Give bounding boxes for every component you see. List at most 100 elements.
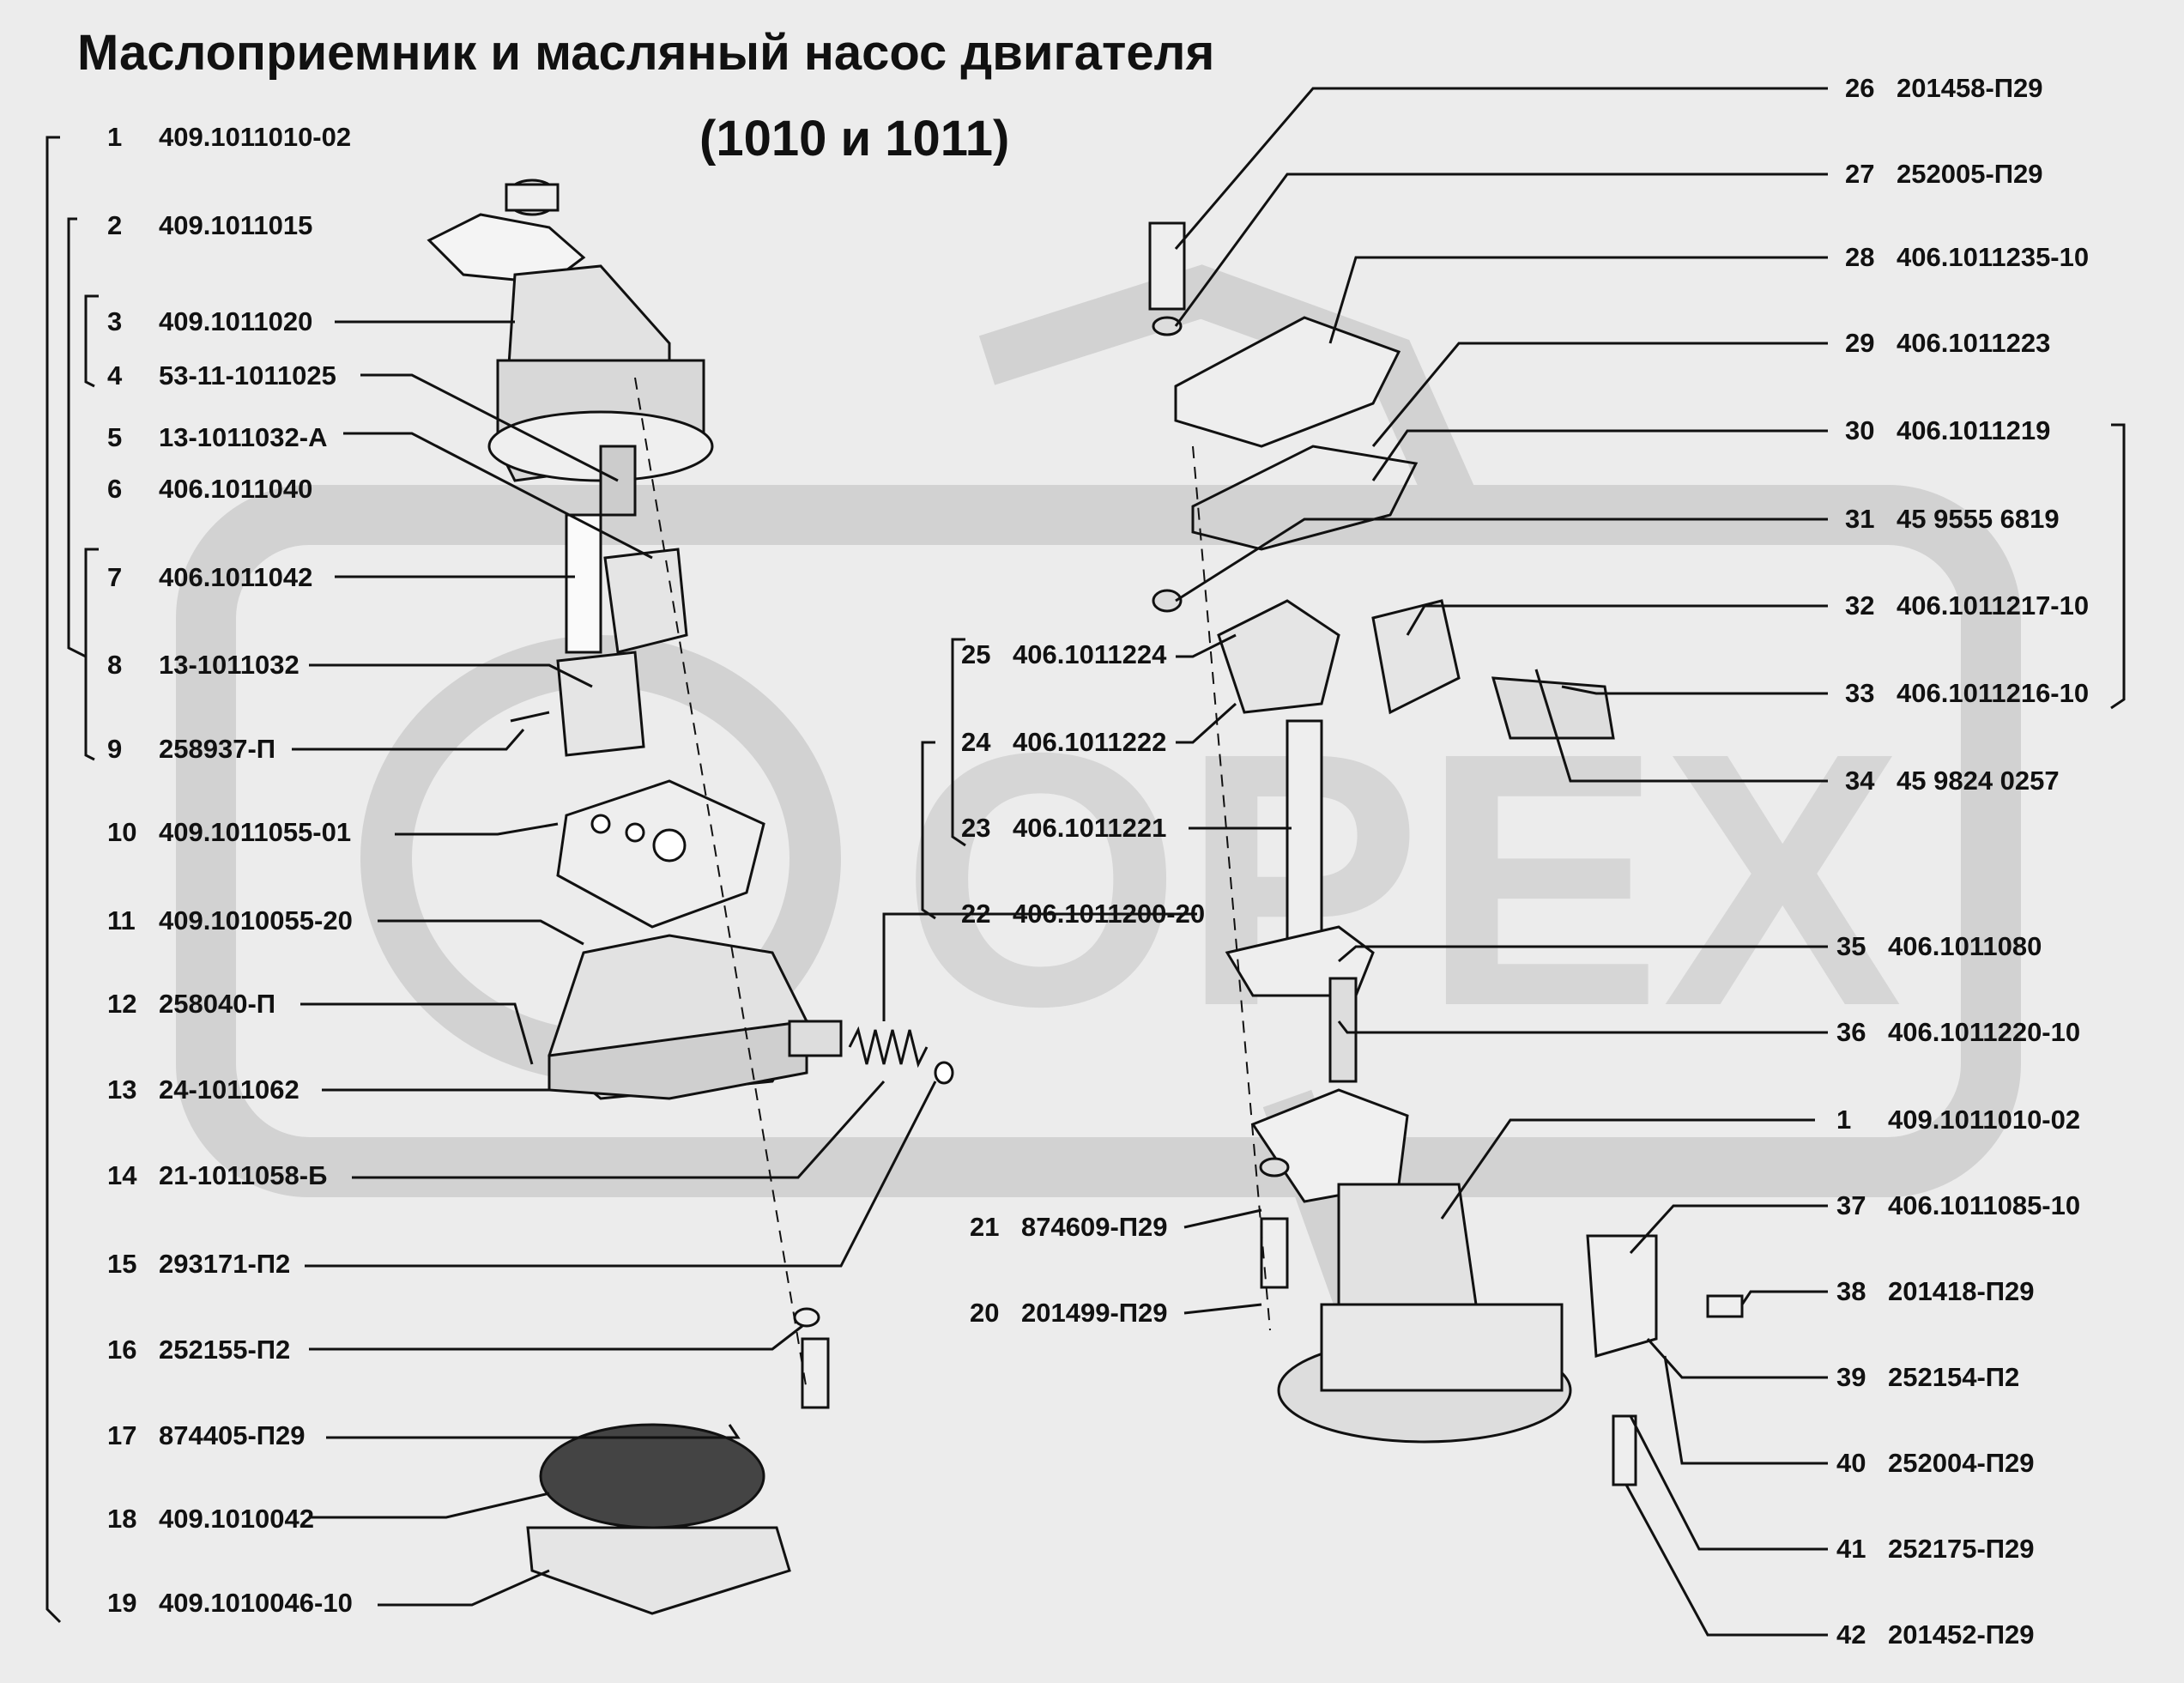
part-number: 11 bbox=[107, 905, 136, 935]
part-code: 406.1011217-10 bbox=[1897, 590, 2090, 621]
part-code: 13-1011032-А bbox=[159, 422, 328, 452]
part-code: 201452-П29 bbox=[1888, 1619, 2035, 1650]
left-pump-assembly bbox=[427, 179, 954, 1615]
part-number: 15 bbox=[107, 1249, 137, 1279]
part-code: 201499-П29 bbox=[1021, 1298, 1168, 1328]
part-code: 406.1011085-10 bbox=[1888, 1190, 2081, 1220]
part-number: 19 bbox=[107, 1588, 137, 1618]
part-number: 40 bbox=[1836, 1448, 1866, 1478]
part-code: 21-1011058-Б bbox=[159, 1160, 328, 1190]
part-number: 7 bbox=[107, 562, 123, 592]
part-code: 252005-П29 bbox=[1897, 159, 2043, 189]
part-code: 874609-П29 bbox=[1021, 1212, 1168, 1242]
part-number: 8 bbox=[107, 650, 123, 680]
part-label: 9 258937-П bbox=[107, 734, 275, 765]
part-label: 41 252175-П29 bbox=[1836, 1534, 2035, 1565]
part-number: 9 bbox=[107, 734, 123, 764]
part-label: 5 13-1011032-А bbox=[107, 422, 328, 453]
part-number: 5 bbox=[107, 422, 123, 452]
part-label: 15 293171-П2 bbox=[107, 1249, 290, 1280]
part-code: 406.1011223 bbox=[1897, 328, 2051, 358]
part-number: 30 bbox=[1845, 415, 1875, 445]
watermark-text: OPEX bbox=[901, 679, 1904, 1081]
part-number: 32 bbox=[1845, 590, 1875, 621]
part-code: 293171-П2 bbox=[159, 1249, 291, 1279]
part-number: 17 bbox=[107, 1420, 137, 1450]
part-number: 2 bbox=[107, 210, 123, 240]
part-code: 252154-П2 bbox=[1888, 1362, 2020, 1392]
part-code: 252004-П29 bbox=[1888, 1448, 2035, 1478]
part-label: 6 406.1011040 bbox=[107, 474, 312, 505]
part-number: 22 bbox=[961, 899, 991, 929]
part-code: 409.1011010-02 bbox=[159, 122, 352, 152]
part-number: 16 bbox=[107, 1335, 137, 1365]
part-label: 32 406.1011217-10 bbox=[1845, 590, 2089, 621]
part-code: 406.1011220-10 bbox=[1888, 1017, 2081, 1047]
part-number: 28 bbox=[1845, 242, 1875, 272]
part-number: 42 bbox=[1836, 1619, 1866, 1650]
part-code: 252175-П29 bbox=[1888, 1534, 2035, 1564]
part-number: 37 bbox=[1836, 1190, 1866, 1220]
part-code: 406.1011235-10 bbox=[1897, 242, 2090, 272]
part-code: 24-1011062 bbox=[159, 1075, 299, 1105]
part-code: 406.1011221 bbox=[1013, 813, 1167, 843]
part-label: 10 409.1011055-01 bbox=[107, 817, 351, 848]
part-number: 35 bbox=[1836, 931, 1866, 961]
part-label: 39 252154-П2 bbox=[1836, 1362, 2019, 1393]
part-code: 258937-П bbox=[159, 734, 276, 764]
part-number: 20 bbox=[970, 1298, 1000, 1328]
part-number: 25 bbox=[961, 639, 991, 669]
part-code: 409.1010046-10 bbox=[159, 1588, 353, 1618]
part-code: 406.1011040 bbox=[159, 474, 313, 504]
page-subtitle: (1010 и 1011) bbox=[699, 111, 1010, 166]
part-number: 12 bbox=[107, 989, 137, 1019]
part-label: 22 406.1011200-20 bbox=[961, 899, 1205, 929]
part-code: 406.1011222 bbox=[1013, 727, 1167, 757]
page-title: Маслоприемник и масляный насос двигателя bbox=[77, 25, 1215, 81]
part-code: 45 9824 0257 bbox=[1897, 766, 2060, 796]
part-number: 31 bbox=[1845, 504, 1875, 534]
part-code: 409.1011055-01 bbox=[159, 817, 352, 847]
part-label: 11 409.1010055-20 bbox=[107, 905, 353, 936]
part-code: 874405-П29 bbox=[159, 1420, 306, 1450]
part-label: 20 201499-П29 bbox=[970, 1298, 1168, 1329]
part-number: 6 bbox=[107, 474, 123, 504]
part-label: 30 406.1011219 bbox=[1845, 415, 2050, 446]
part-label: 37 406.1011085-10 bbox=[1836, 1190, 2080, 1221]
part-code: 201418-П29 bbox=[1888, 1276, 2035, 1306]
part-number: 10 bbox=[107, 817, 137, 847]
part-number: 21 bbox=[970, 1212, 1000, 1242]
part-code: 409.1010042 bbox=[159, 1504, 315, 1534]
part-number: 41 bbox=[1836, 1534, 1866, 1564]
leader-lines bbox=[292, 87, 1828, 1637]
part-number: 33 bbox=[1845, 678, 1875, 708]
part-number: 3 bbox=[107, 306, 123, 336]
part-code: 406.1011080 bbox=[1888, 931, 2042, 961]
left-brackets bbox=[45, 136, 2126, 1624]
part-code: 201458-П29 bbox=[1897, 73, 2043, 103]
part-number: 4 bbox=[107, 360, 123, 390]
part-number: 23 bbox=[961, 813, 991, 843]
part-number: 34 bbox=[1845, 766, 1875, 796]
part-code: 406.1011200-20 bbox=[1013, 899, 1206, 929]
part-label: 21 874609-П29 bbox=[970, 1212, 1168, 1243]
part-code: 406.1011219 bbox=[1897, 415, 2051, 445]
part-code: 409.1010055-20 bbox=[159, 905, 353, 935]
part-label: 34 45 9824 0257 bbox=[1845, 766, 2060, 796]
part-number: 39 bbox=[1836, 1362, 1866, 1392]
part-code: 406.1011042 bbox=[159, 562, 313, 592]
